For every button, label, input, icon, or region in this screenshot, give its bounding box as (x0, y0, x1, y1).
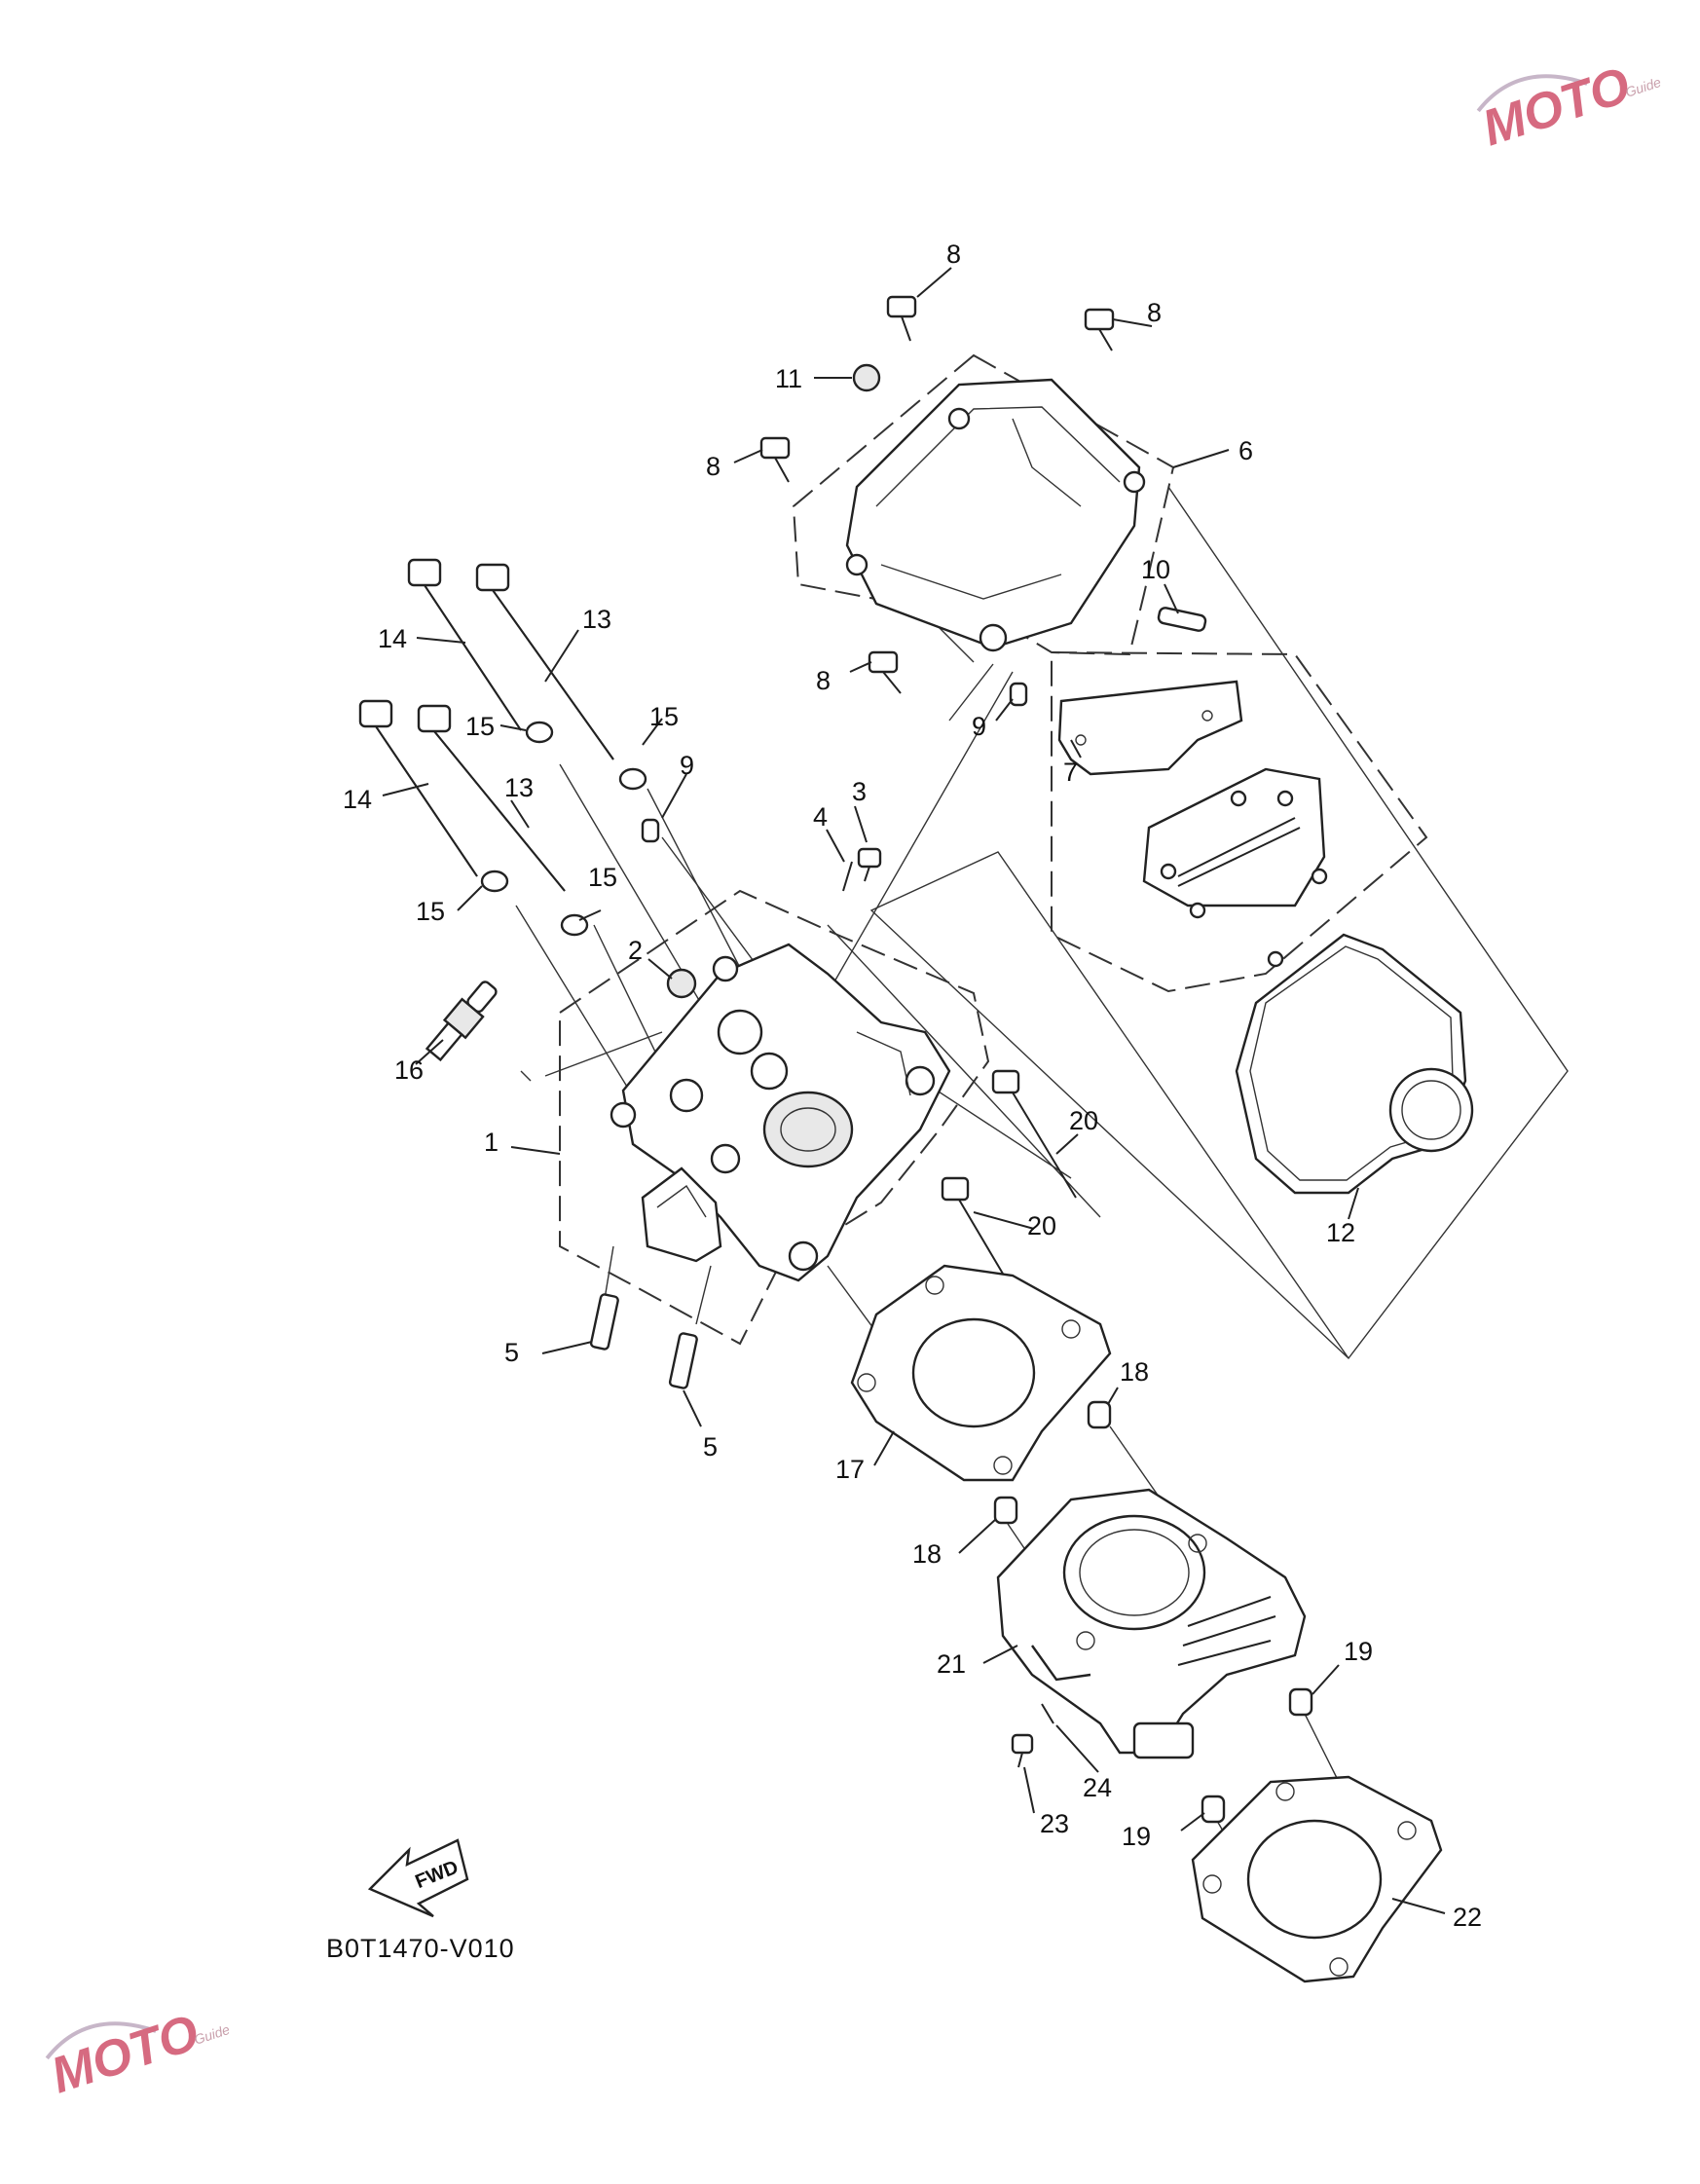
side-bolt (991, 1069, 1077, 1199)
breather-plate (1057, 680, 1243, 776)
callout-15: 15 (465, 712, 495, 741)
base-dowel (1288, 1687, 1313, 1717)
watermark-logo-top: MOTO Guide (1476, 56, 1663, 157)
callout-5: 5 (703, 1432, 718, 1462)
head-gasket (850, 1264, 1112, 1482)
callout-15: 15 (588, 863, 617, 892)
exhaust-stud (668, 1332, 698, 1389)
watermark-text: MOTO (1476, 56, 1637, 157)
cover-bolt (886, 295, 917, 342)
callout-20: 20 (1027, 1211, 1056, 1240)
grommet (852, 363, 881, 392)
cylinder-block (996, 1488, 1307, 1759)
group-outline-cylinder-head (559, 889, 990, 1346)
callout-labels: 8 8 11 6 8 10 8 9 7 14 13 15 15 3 4 9 14… (343, 240, 1482, 1932)
callout-9: 9 (680, 751, 694, 780)
watermark-subtext: Guide (1623, 74, 1663, 100)
callout-18: 18 (1120, 1357, 1149, 1387)
callout-8: 8 (706, 452, 721, 481)
head-nut (666, 968, 697, 999)
callout-13: 13 (582, 605, 611, 634)
cover-pin (1157, 607, 1207, 632)
callout-22: 22 (1453, 1903, 1482, 1932)
cylinder-bolt (1011, 1733, 1034, 1768)
callout-8: 8 (816, 666, 831, 695)
base-gasket (1191, 1775, 1443, 1983)
callout-23: 23 (1040, 1809, 1069, 1838)
exhaust-stud (589, 1293, 619, 1351)
head-bolt (475, 563, 614, 760)
head-bolt-washer (480, 870, 509, 893)
callout-17: 17 (835, 1455, 865, 1484)
callout-8: 8 (1147, 298, 1162, 327)
callout-18: 18 (912, 1539, 942, 1569)
group-outline-cover-gasket (1051, 650, 1428, 993)
callout-9: 9 (972, 712, 986, 741)
cylinder-pin (1041, 1703, 1054, 1724)
callout-8: 8 (946, 240, 961, 269)
cylinder-dowel (1087, 1400, 1112, 1429)
base-dowel (1201, 1795, 1226, 1824)
head-bolt-washer (525, 721, 554, 744)
spark-plug (425, 981, 498, 1062)
cover-bolt (868, 650, 902, 694)
callout-12: 12 (1326, 1218, 1355, 1247)
callout-13: 13 (504, 773, 534, 802)
callout-19: 19 (1344, 1637, 1373, 1666)
watermark-logo-bottom: MOTO Guide (45, 2004, 232, 2104)
cover-bolt (759, 436, 791, 483)
cover-bolt (1084, 308, 1115, 352)
callout-2: 2 (628, 936, 643, 965)
callout-21: 21 (937, 1649, 966, 1679)
callout-1: 1 (484, 1128, 499, 1157)
callout-11: 11 (775, 364, 802, 393)
head-bolt (358, 699, 478, 877)
watermark-subtext: Guide (192, 2021, 232, 2048)
callout-15: 15 (649, 702, 679, 731)
cylinder-head (610, 943, 951, 1282)
reed-plate (1142, 767, 1328, 968)
cover-gasket (1235, 933, 1474, 1195)
callout-leaders (382, 267, 1446, 1914)
callout-24: 24 (1083, 1773, 1112, 1802)
watermark-text: MOTO (45, 2004, 205, 2104)
callout-14: 14 (343, 785, 372, 814)
head-bolt (407, 558, 522, 731)
diagram-code: B0T1470-V010 (326, 1934, 515, 1963)
valve-cover (845, 378, 1146, 652)
callout-7: 7 (1063, 758, 1078, 787)
plug-bolt (857, 847, 882, 882)
callout-3: 3 (852, 777, 867, 806)
dowel-pin (641, 818, 660, 843)
locating-pin (842, 861, 853, 892)
callout-20: 20 (1069, 1106, 1098, 1135)
callout-19: 19 (1122, 1822, 1151, 1851)
callout-4: 4 (813, 802, 828, 832)
cylinder-dowel (993, 1496, 1018, 1525)
head-bolt (417, 704, 566, 892)
callout-5: 5 (504, 1338, 519, 1367)
forward-direction-arrow: FWD (367, 1838, 469, 1918)
callout-16: 16 (394, 1055, 424, 1085)
callout-10: 10 (1141, 555, 1170, 584)
callout-14: 14 (378, 624, 407, 653)
head-bolt-washer (618, 767, 647, 791)
dowel-pin (1009, 682, 1028, 707)
callout-15: 15 (416, 897, 445, 926)
callout-6: 6 (1238, 436, 1253, 465)
